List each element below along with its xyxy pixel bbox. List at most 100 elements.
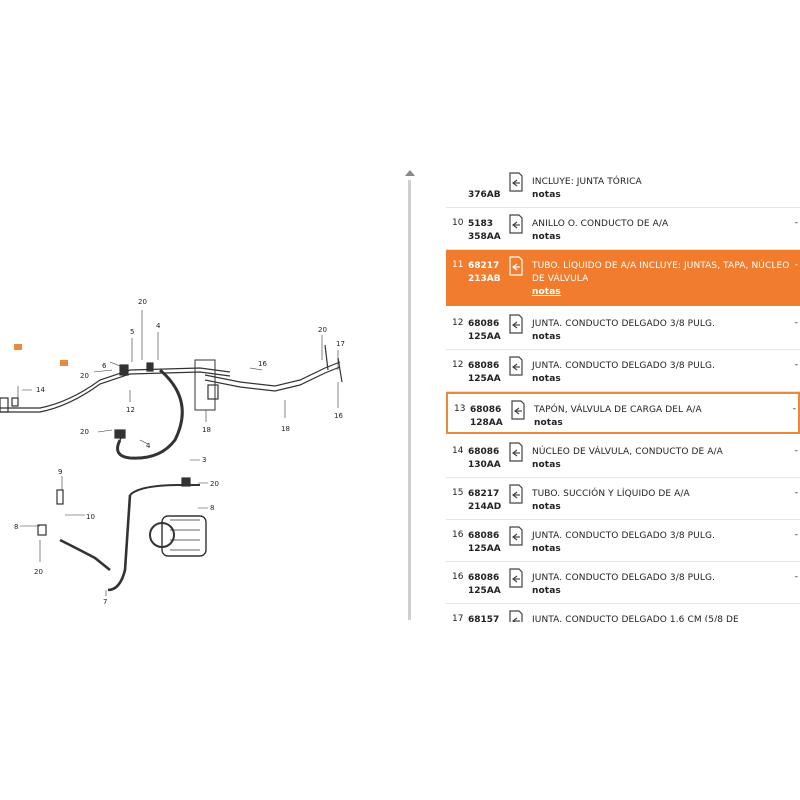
callout-14: 14 [36,386,45,394]
document-icon[interactable] [510,400,526,420]
document-icon[interactable] [508,484,524,504]
callout-6: 6 [102,362,107,370]
part-description: NÚCLEO DE VÁLVULA, CONDUCTO DE A/A [532,447,723,457]
callout-18: 18 [281,425,290,433]
document-icon[interactable] [508,526,524,546]
callout-10: 10 [86,513,95,521]
callout-20: 20 [138,298,147,306]
callout-8: 8 [14,523,18,531]
notes-link[interactable]: notas [532,190,561,200]
part-index: 17 [452,614,464,622]
callout-20: 20 [210,480,219,488]
part-quantity: - [794,360,798,370]
notes-link[interactable]: notas [532,502,561,512]
part-index: 16 [452,530,464,540]
part-quantity: - [794,488,798,498]
part-index: 12 [452,318,464,328]
notes-link[interactable]: notas [532,232,561,242]
document-icon[interactable] [508,568,524,588]
callout-17: 17 [336,340,345,348]
part-quantity: - [792,404,796,414]
callout-8: 8 [210,504,214,512]
callout-7: 7 [103,598,107,606]
callout-20: 20 [80,428,89,436]
part-row[interactable]: 17 68157 JUNTA. CONDUCTO DELGADO 1.6 CM (5… [446,604,800,622]
callout-3: 3 [202,456,206,464]
notes-link[interactable]: notas [532,586,561,596]
part-quantity: - [794,260,798,270]
part-index: 15 [452,488,464,498]
callout-20: 20 [80,372,89,380]
bracket-icon-markers [14,344,68,366]
notes-link[interactable]: notas [532,332,561,342]
part-description: TUBO. SUCCIÓN Y LÍQUIDO DE A/A [532,489,690,499]
document-icon[interactable] [508,442,524,462]
document-icon[interactable] [508,256,524,276]
callout-12: 12 [126,406,135,414]
notes-link[interactable]: notas [532,374,561,384]
part-quantity: - [794,446,798,456]
callout-9: 9 [58,468,62,476]
part-row[interactable]: 376AB INCLUYE: JUNTA TÓRICA notas [446,168,800,208]
part-description: TAPÓN, VÁLVULA DE CARGA DEL A/A [534,405,702,415]
notes-link[interactable]: notas [532,460,561,470]
document-icon[interactable] [508,356,524,376]
scroll-up-arrow-icon[interactable] [405,170,415,176]
part-description: JUNTA. CONDUCTO DELGADO 3/8 PULG. [532,361,715,371]
part-description: JUNTA. CONDUCTO DELGADO 3/8 PULG. [532,319,715,329]
part-quantity: - [794,218,798,228]
part-description: TUBO. LÍQUIDO DE A/A INCLUYE: JUNTAS, TA… [532,261,790,284]
callout-20: 20 [318,326,327,334]
note-marker-icon [14,344,22,350]
part-description: JUNTA. CONDUCTO DELGADO 1.6 CM (5/8 DE [532,615,739,622]
scrollbar[interactable] [408,180,411,620]
part-description: JUNTA. CONDUCTO DELGADO 3/8 PULG. [532,573,715,583]
parts-diagram: 20 5 4 20 17 6 16 14 20 12 18 20 4 3 9 2… [0,298,345,606]
part-description: INCLUYE: JUNTA TÓRICA [532,177,642,187]
document-icon[interactable] [508,314,524,334]
part-number[interactable]: 376AB [468,190,501,200]
part-quantity: - [794,572,798,582]
part-index: 13 [454,404,466,414]
document-icon[interactable] [508,214,524,234]
callout-16: 16 [334,412,343,420]
callout-4: 4 [146,442,151,450]
part-description: JUNTA. CONDUCTO DELGADO 3/8 PULG. [532,531,715,541]
part-index: 12 [452,360,464,370]
part-description: ANILLO O. CONDUCTO DE A/A [532,219,669,229]
document-icon[interactable] [508,610,524,622]
part-index: 16 [452,572,464,582]
part-quantity: - [794,530,798,540]
part-index: 14 [452,446,464,456]
callout-16: 16 [258,360,267,368]
part-number[interactable]: 68157 [468,615,500,622]
notes-link[interactable]: notas [532,544,561,554]
part-quantity: - [794,318,798,328]
callout-5: 5 [130,328,134,336]
notes-link[interactable]: notas [532,287,561,297]
notes-link[interactable]: notas [534,418,563,428]
callout-4: 4 [156,322,161,330]
part-index: 11 [452,260,464,270]
note-marker-icon [60,360,68,366]
document-icon[interactable] [508,172,524,192]
